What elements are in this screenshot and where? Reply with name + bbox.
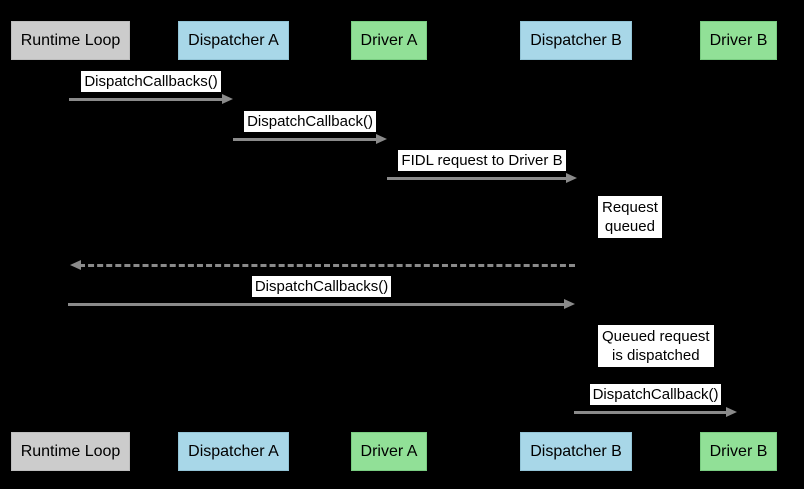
actor-label: Runtime Loop [20,31,121,49]
actor-label: Driver A [360,442,418,460]
actor-label: Driver B [709,31,768,49]
actor-dispatcher-b-top: Dispatcher B [520,21,632,60]
arrowhead-right-icon [222,94,233,104]
arrow-right [68,299,575,310]
arrow-shaft [233,138,378,141]
message-return-dashed [70,258,575,271]
actor-label: Driver B [709,442,768,460]
actor-driver-a-bottom: Driver A [351,432,427,471]
note-line: queued [604,218,655,235]
message-dispatchcallbacks-to-dispatcher-b: DispatchCallbacks() [68,276,575,310]
actor-label: Dispatcher B [530,442,622,460]
arrow-shaft [69,98,224,101]
actor-dispatcher-a-bottom: Dispatcher A [178,432,289,471]
arrowhead-right-icon [376,134,387,144]
note-line: Request [602,199,658,216]
message-label: FIDL request to Driver B [398,150,566,171]
actor-label: Dispatcher A [188,442,279,460]
arrow-shaft [68,303,566,306]
note-line: is dispatched [612,347,700,364]
actor-label: Runtime Loop [20,442,121,460]
actor-runtime-loop-bottom: Runtime Loop [11,432,130,471]
arrow-right [233,134,387,145]
arrow-shaft [79,264,575,267]
arrow-right [574,407,737,418]
arrow-shaft [574,411,728,414]
message-label: DispatchCallbacks() [251,276,392,297]
message-label: DispatchCallback() [244,111,376,132]
note-line: Queued request [602,328,710,345]
message-label: DispatchCallback() [589,384,722,405]
actor-dispatcher-b-bottom: Dispatcher B [520,432,632,471]
arrowhead-right-icon [726,407,737,417]
message-label: DispatchCallbacks() [81,71,221,92]
actor-runtime-loop-top: Runtime Loop [11,21,130,60]
note-queued-request-dispatched: Queued request is dispatched [598,325,714,367]
message-dispatchcallback-to-driver-a: DispatchCallback() [233,111,387,145]
message-dispatchcallbacks-to-dispatcher-a: DispatchCallbacks() [69,71,233,105]
actor-driver-a-top: Driver A [351,21,427,60]
arrowhead-right-icon [566,173,577,183]
arrowhead-left-icon [70,260,81,270]
actor-driver-b-top: Driver B [700,21,777,60]
arrow-shaft [387,177,568,180]
message-dispatchcallback-to-driver-b: DispatchCallback() [574,384,737,418]
message-fidl-request-to-driver-b: FIDL request to Driver B [387,150,577,184]
arrow-right [69,94,233,105]
note-request-queued: Request queued [598,196,662,238]
actor-dispatcher-a-top: Dispatcher A [178,21,289,60]
arrowhead-right-icon [564,299,575,309]
arrow-right [387,173,577,184]
actor-label: Driver A [360,31,418,49]
actor-label: Dispatcher B [530,31,622,49]
actor-label: Dispatcher A [188,31,279,49]
actor-driver-b-bottom: Driver B [700,432,777,471]
arrow-left-dashed [70,260,575,271]
